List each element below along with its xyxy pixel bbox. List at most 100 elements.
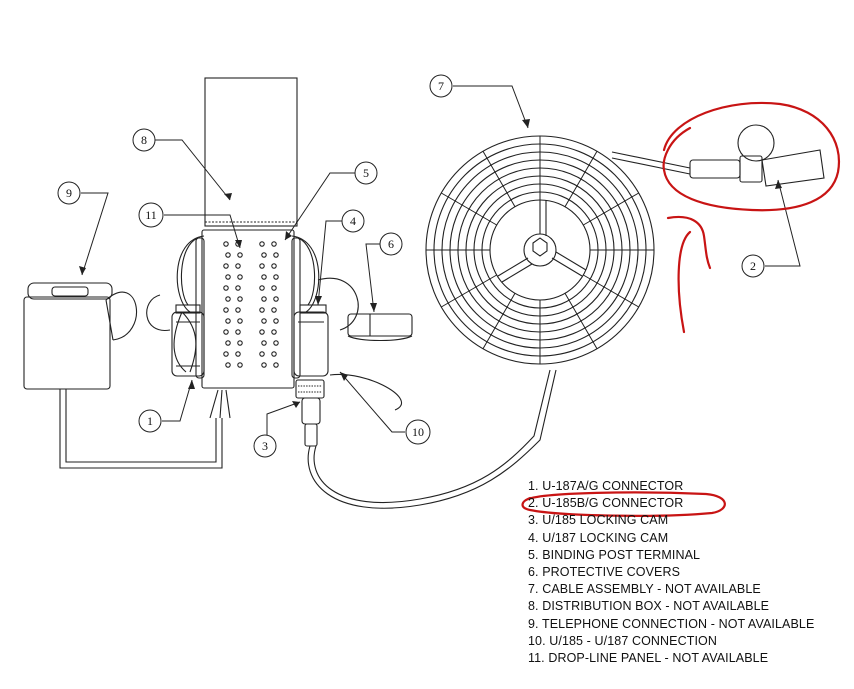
callout-1: 1: [138, 409, 162, 433]
panel-hole: [271, 241, 277, 247]
panel-hole: [261, 296, 267, 302]
panel-hole: [225, 252, 231, 258]
panel-hole: [261, 318, 267, 324]
panel-hole: [237, 340, 243, 346]
reel-spokes: [426, 136, 654, 364]
panel-hole: [225, 296, 231, 302]
panel-hole: [273, 296, 279, 302]
panel-hole: [223, 329, 229, 335]
callout-6: 6: [379, 232, 403, 256]
panel-hole: [273, 318, 279, 324]
panel-hole: [235, 263, 241, 269]
panel-hole: [225, 362, 231, 368]
callout-3: 3: [253, 434, 277, 458]
panel-hole: [273, 362, 279, 368]
svg-text:2: 2: [750, 259, 756, 273]
reel-spoke: [564, 151, 598, 207]
panel-hole: [237, 318, 243, 324]
parts-legend: 1. U-187A/G CONNECTOR 2. U-185B/G CONNEC…: [528, 478, 814, 667]
callout-7: 7: [429, 74, 453, 98]
red-ellipse-legend-item: [521, 491, 726, 517]
panel-hole: [261, 340, 267, 346]
panel-hole: [237, 296, 243, 302]
leader-arrowheads: [79, 119, 782, 408]
legend-item: 5. BINDING POST TERMINAL: [528, 547, 701, 562]
u185-connection: [301, 369, 557, 509]
reel-spoke: [441, 192, 497, 226]
legend-item: 4. U/187 LOCKING CAM: [528, 530, 669, 545]
panel-hole: [235, 351, 241, 357]
panel-hole: [237, 362, 243, 368]
panel-hole: [271, 351, 277, 357]
reel-spoke: [583, 274, 639, 308]
panel-terminal-holes: [223, 241, 279, 368]
red-stroke-reel: [666, 215, 712, 334]
panel-hole: [235, 285, 241, 291]
callout-11: 11: [138, 202, 164, 228]
panel-hole: [223, 263, 229, 269]
reel-spoke: [482, 151, 516, 207]
svg-text:1: 1: [147, 414, 153, 428]
panel-hole: [237, 274, 243, 280]
svg-text:3: 3: [262, 439, 268, 453]
panel-hole: [259, 351, 265, 357]
panel-hole: [223, 241, 229, 247]
panel-hole: [259, 329, 265, 335]
reel-spoke: [564, 293, 598, 349]
panel-hole: [225, 318, 231, 324]
svg-text:8: 8: [141, 133, 147, 147]
panel-hole: [273, 274, 279, 280]
panel-hole: [259, 285, 265, 291]
callout-8: 8: [132, 128, 156, 152]
svg-text:5: 5: [363, 166, 369, 180]
legend-item: 7. CABLE ASSEMBLY - NOT AVAILABLE: [528, 582, 761, 597]
svg-text:9: 9: [66, 186, 72, 200]
panel-hole: [273, 252, 279, 258]
u187-connector-left: [146, 294, 205, 377]
panel-hole: [259, 263, 265, 269]
legend-item: 6. PROTECTIVE COVERS: [528, 565, 681, 580]
legend-item: 1. U-187A/G CONNECTOR: [528, 479, 684, 493]
legend-item: 3. U/185 LOCKING CAM: [528, 513, 669, 528]
panel-hole: [237, 252, 243, 258]
distribution-box: [204, 77, 298, 227]
panel-hole: [259, 307, 265, 313]
reel-spoke: [583, 192, 639, 226]
panel-hole: [261, 362, 267, 368]
callout-10: 10: [405, 419, 431, 445]
panel-hole: [271, 329, 277, 335]
panel-hole: [273, 340, 279, 346]
u185-connector: [611, 124, 825, 187]
red-annotations: [521, 101, 841, 517]
callout-leaders: [81, 85, 801, 446]
red-ellipse-connector: [662, 101, 841, 212]
panel-hole: [223, 285, 229, 291]
telephone-connection: [23, 282, 223, 469]
svg-text:11: 11: [145, 208, 157, 222]
panel-hole: [271, 285, 277, 291]
svg-text:4: 4: [350, 214, 356, 228]
panel-hole: [223, 351, 229, 357]
legend-item: 11. DROP-LINE PANEL - NOT AVAILABLE: [528, 651, 769, 666]
callout-9: 9: [57, 181, 81, 205]
callout-5: 5: [354, 161, 378, 185]
svg-text:6: 6: [388, 237, 394, 251]
legend-item: 2. U-185B/G CONNECTOR: [528, 496, 684, 511]
svg-text:7: 7: [438, 79, 444, 93]
legend-item: 10. U/185 - U/187 CONNECTION: [528, 633, 717, 648]
protective-cover: [347, 313, 413, 341]
panel-hole: [261, 252, 267, 258]
u187-connector-right: [293, 277, 359, 399]
panel-hole: [225, 340, 231, 346]
reel-spoke: [441, 274, 497, 308]
panel-hole: [261, 274, 267, 280]
reel-spoke: [482, 293, 516, 349]
panel-hole: [223, 307, 229, 313]
panel-hole: [225, 274, 231, 280]
callout-2: 2: [741, 254, 765, 278]
panel-hole: [259, 241, 265, 247]
panel-hole: [235, 329, 241, 335]
svg-text:10: 10: [412, 425, 424, 439]
legend-item: 8. DISTRIBUTION BOX - NOT AVAILABLE: [528, 599, 770, 614]
